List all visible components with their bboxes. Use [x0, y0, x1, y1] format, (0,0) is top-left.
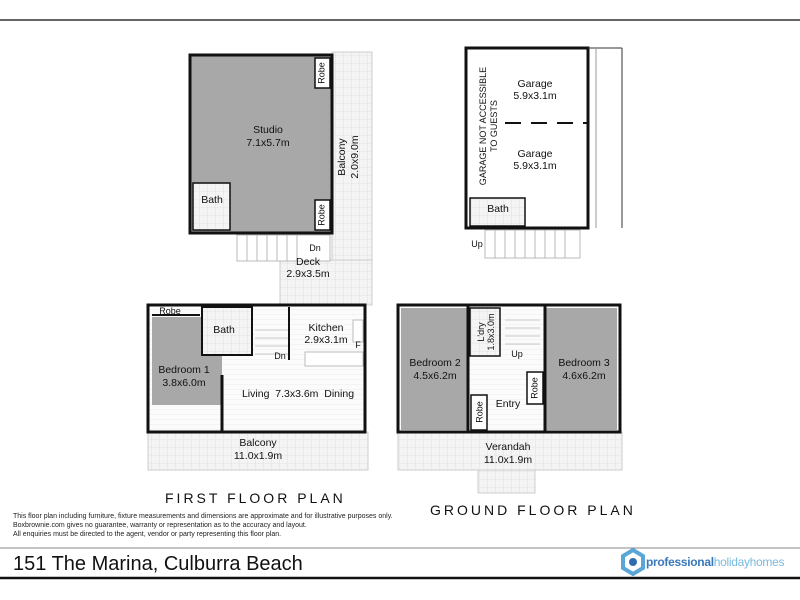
fridge-label: F [355, 340, 361, 350]
studio-bath-label: Bath [201, 194, 223, 206]
kitchen-bench [304, 351, 364, 367]
ground-stairs [505, 319, 540, 345]
front-step [477, 469, 536, 494]
garage-notice-line1: GARAGE NOT ACCESSIBLE [478, 67, 488, 185]
robe-right [526, 371, 544, 405]
garage-bath [469, 197, 526, 227]
verandah-label: Verandah [486, 441, 531, 453]
disclaimer-line: This floor plan including furniture, fix… [13, 513, 393, 520]
disclaimer: This floor plan including furniture, fix… [13, 512, 393, 539]
garage-stairs-up-label: Up [471, 239, 483, 249]
logo-text-light: holidayhomes [713, 555, 785, 569]
balcony [147, 431, 369, 471]
ground-floor-plan-title: GROUND FLOOR PLAN [430, 502, 636, 518]
stairs-dn-upper-label: Dn [309, 243, 321, 253]
bedroom3-label: Bedroom 3 [558, 357, 610, 369]
robe-left [470, 394, 488, 431]
studio-robe-bottom [314, 199, 331, 231]
first-floor-block [146, 303, 369, 471]
bedroom2-room [401, 308, 468, 430]
robe-left-label: Robe [474, 401, 484, 423]
laundry-room [469, 307, 501, 357]
balcony-size: 11.0x1.9m [234, 450, 283, 462]
studio-label: Studio [253, 124, 283, 136]
kitchen-size: 2.9x3.1m [304, 334, 347, 346]
disclaimer-line: Boxbrownie.com gives no guarantee, warra… [13, 522, 307, 529]
garage2-label: Garage [517, 148, 552, 160]
logo-text-bold: professional [646, 555, 714, 569]
kitchen-label: Kitchen [308, 322, 343, 334]
bath-room [201, 306, 253, 356]
studio-robe-top [314, 57, 331, 89]
stairs-up-label: Up [511, 349, 523, 359]
bedroom1-label: Bedroom 1 [158, 364, 210, 376]
stairs-dn-label: Dn [274, 351, 286, 361]
stairs [255, 329, 290, 355]
first-floor-plan-title: FIRST FLOOR PLAN [165, 490, 346, 506]
verandah-size: 11.0x1.9m [484, 454, 533, 466]
living-dining-label: Living 7.3x3.6m Dining [242, 388, 354, 400]
laundry-size: 1.8x3.0m [486, 313, 496, 350]
ground-floor-block [396, 303, 623, 494]
garage1-label: Garage [517, 78, 552, 90]
bedroom2-label: Bedroom 2 [409, 357, 461, 369]
garage-bath-label: Bath [487, 203, 509, 215]
deck-size: 2.9x3.5m [286, 268, 329, 280]
entry-label: Entry [496, 398, 521, 410]
house-hexagon-icon [621, 548, 645, 576]
bedroom2-size: 4.5x6.2m [413, 370, 456, 382]
property-address: 151 The Marina, Culburra Beach [13, 553, 303, 575]
company-logo: professionalholidayhomes [620, 548, 790, 576]
bedroom3-size: 4.6x6.2m [562, 370, 605, 382]
deck [279, 259, 373, 306]
bedroom3-room [545, 308, 617, 430]
garage-stairs [484, 229, 581, 259]
robe-right-label: Robe [529, 377, 539, 399]
bath-label: Bath [213, 324, 235, 336]
garage2-size: 5.9x3.1m [513, 160, 556, 172]
garage-notice-line2: TO GUESTS [489, 100, 499, 152]
laundry-label: L'dry [476, 322, 486, 342]
side-balcony-label: Balcony [336, 138, 348, 176]
balcony-label: Balcony [239, 437, 277, 449]
studio-robe-top-label: Robe [316, 62, 326, 84]
side-balcony-size: 2.0x9.0m [349, 135, 361, 178]
bedroom1-size: 3.8x6.0m [162, 377, 205, 389]
garage-block [464, 46, 623, 259]
studio-stairs [236, 234, 331, 262]
stove [352, 319, 364, 343]
studio-bath [192, 182, 231, 231]
studio-block [188, 51, 373, 306]
robe-label: Robe [159, 306, 181, 316]
studio-size: 7.1x5.7m [246, 137, 289, 149]
disclaimer-line: All enquiries must be directed to the ag… [13, 531, 282, 538]
studio-robe-bottom-label: Robe [316, 204, 326, 226]
deck-label: Deck [296, 256, 321, 268]
garage1-size: 5.9x3.1m [513, 90, 556, 102]
